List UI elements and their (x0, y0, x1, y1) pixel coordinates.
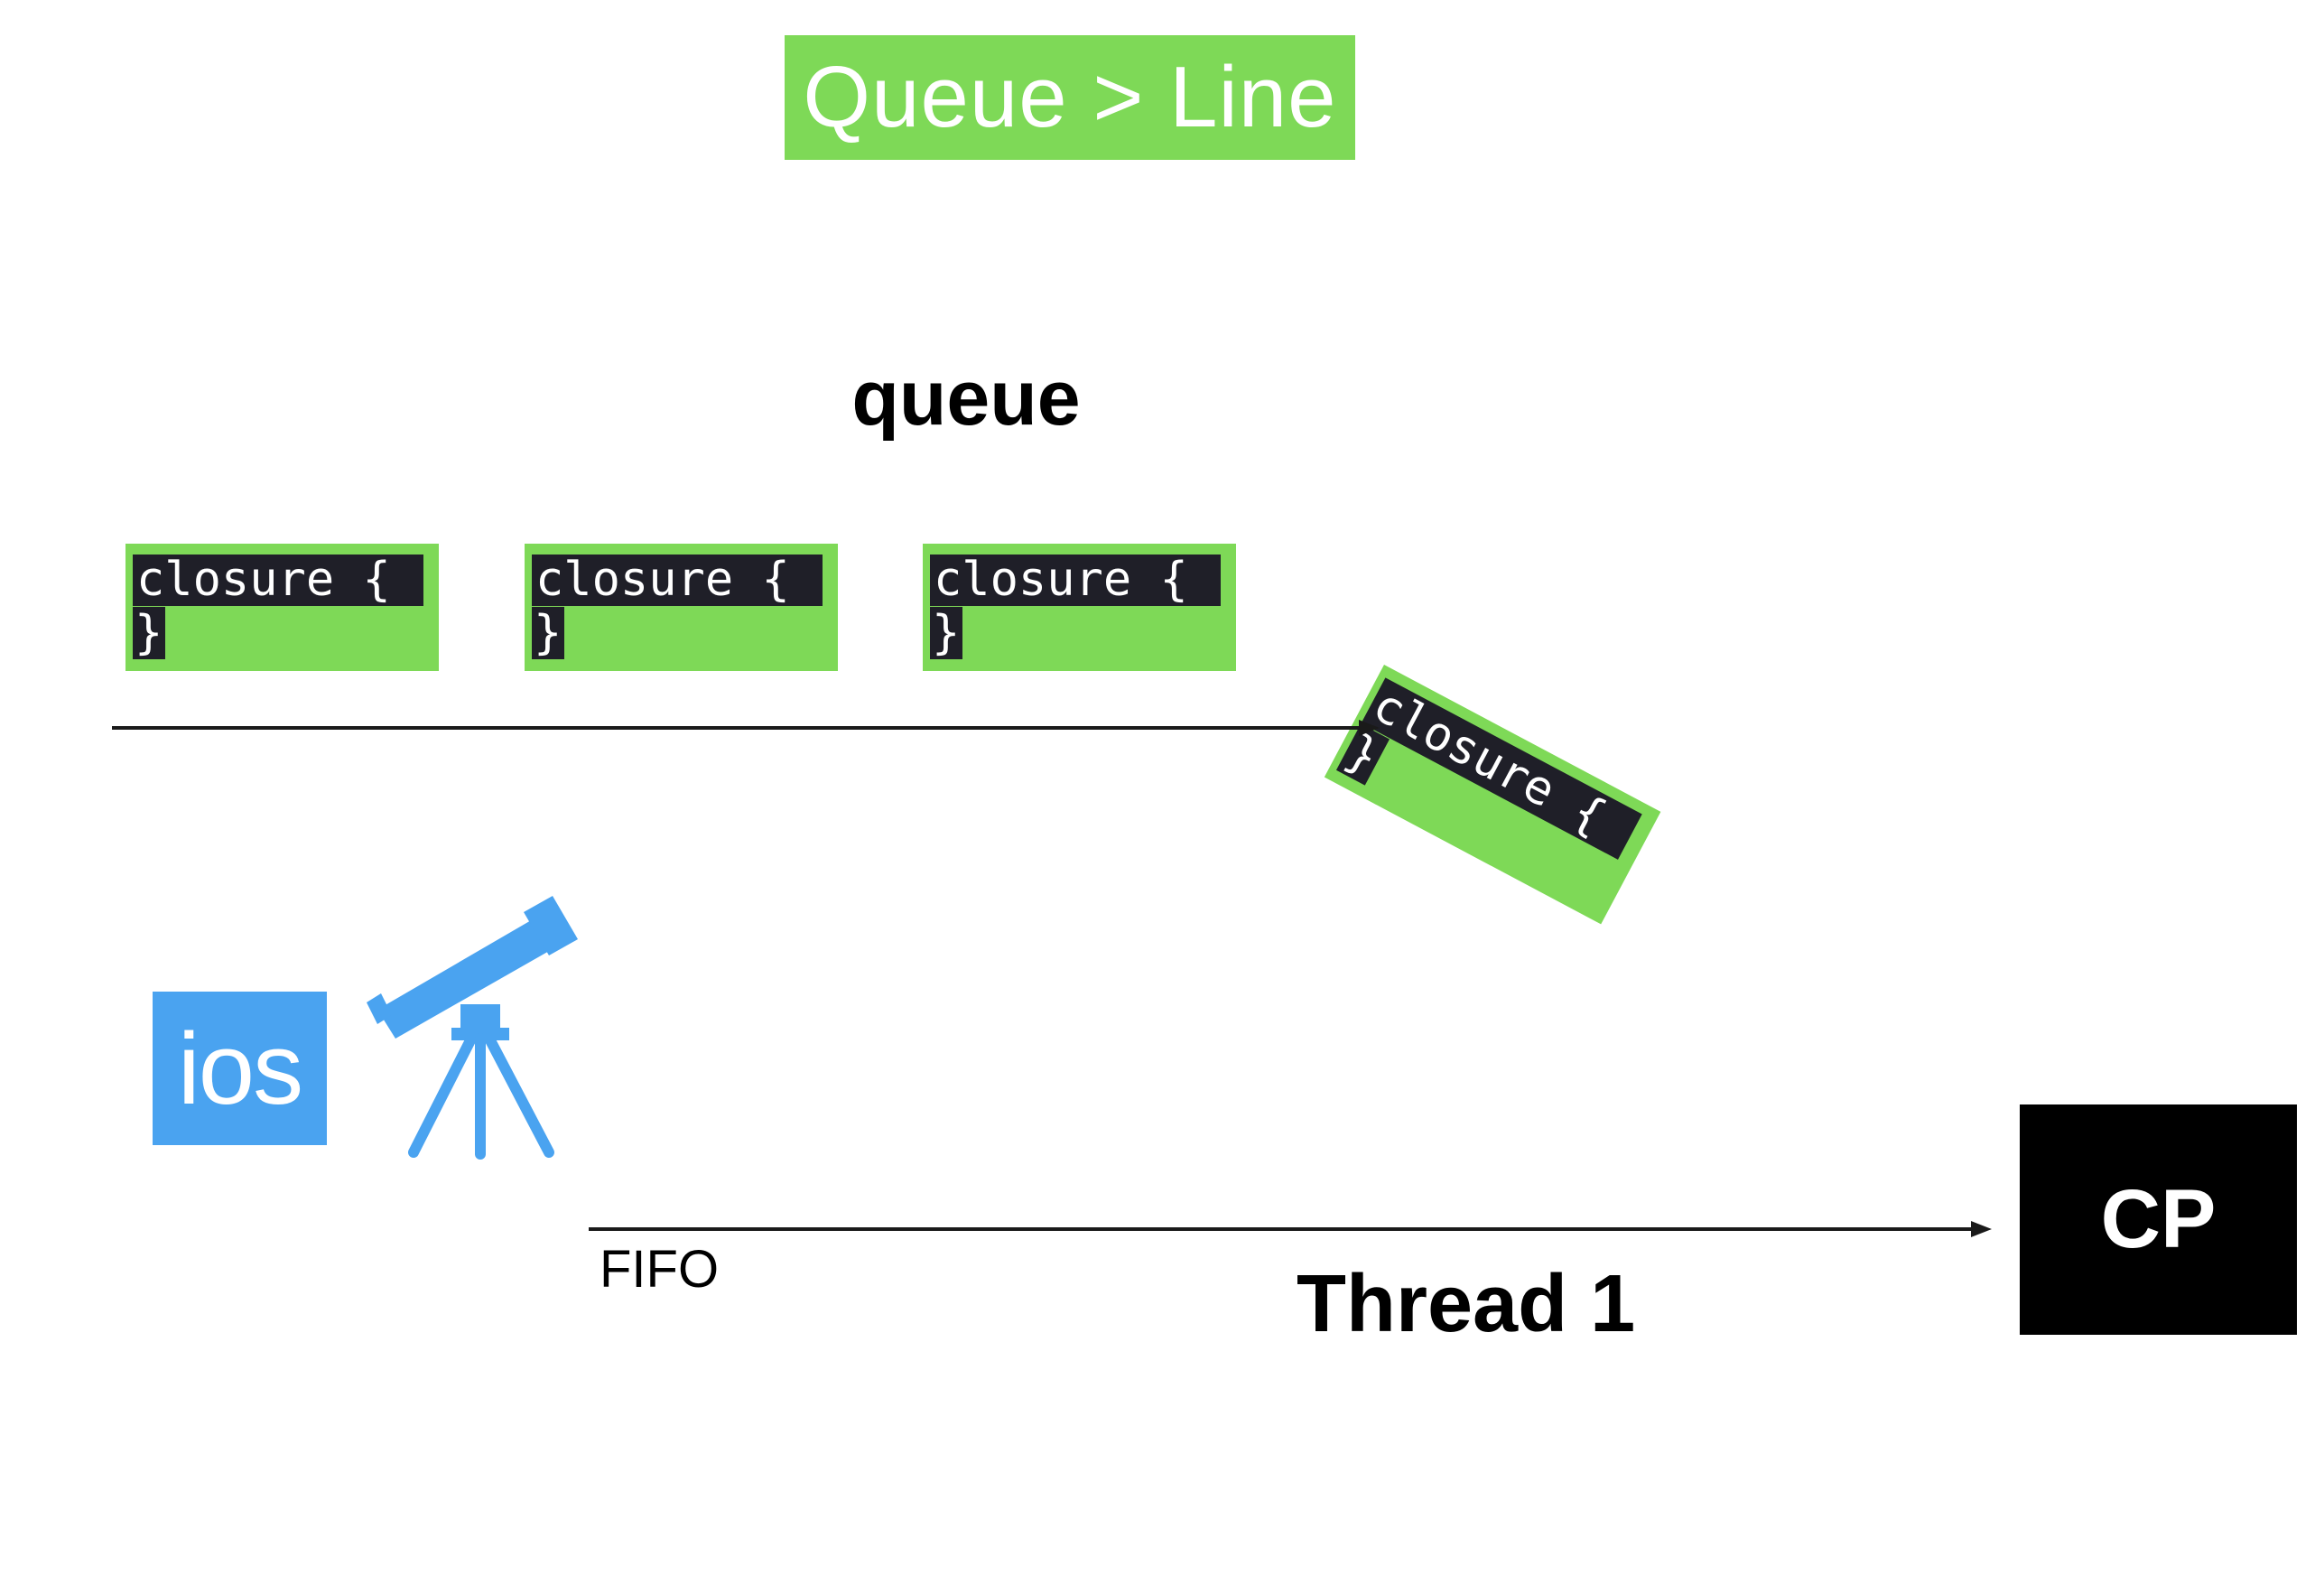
closure-line-close: } (133, 607, 165, 659)
title-banner: Queue > Line (785, 35, 1355, 160)
queue-label: queue (851, 355, 1081, 442)
thread-arrow (589, 1221, 1992, 1237)
fifo-label: FIFO (600, 1240, 720, 1299)
closure-line-close: } (1335, 723, 1390, 786)
closure-line-close: } (532, 607, 564, 659)
closure-line-open: closure { (930, 555, 1221, 606)
closure-line-close: } (930, 607, 962, 659)
telescope-icon (367, 896, 578, 1160)
ios-badge: ios (153, 992, 327, 1145)
closure-block-3: closure { } (923, 544, 1236, 671)
thread-label: Thread 1 (1297, 1259, 1636, 1349)
closure-line-open: closure { (532, 555, 823, 606)
closure-line-open: closure { (133, 555, 423, 606)
queue-arrow (112, 720, 1380, 736)
cpu-box: CP (2020, 1104, 2297, 1335)
closure-block-2: closure { } (525, 544, 838, 671)
closure-block-dequeued: closure { } (1324, 665, 1661, 925)
closure-block-1: closure { } (125, 544, 439, 671)
closure-line-open: closure { (1361, 677, 1642, 860)
